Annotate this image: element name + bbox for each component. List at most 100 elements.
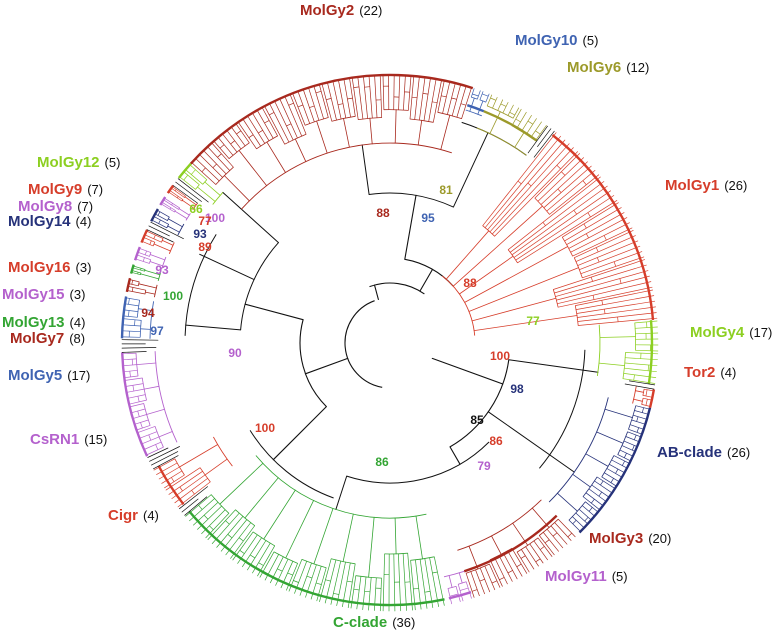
clade-arc-molgy15 bbox=[133, 246, 141, 261]
bootstrap-value: 100 bbox=[205, 211, 225, 225]
ab-clade-leaf bbox=[578, 508, 592, 521]
ab-clade-leaf bbox=[594, 480, 613, 494]
molgy7-leaf bbox=[128, 283, 139, 287]
clade-arc-tor2 bbox=[648, 389, 656, 409]
molgy15-leaf bbox=[137, 251, 150, 257]
clade-label-molgy10: MolGy10(5) bbox=[515, 32, 598, 49]
c-clade-leaf bbox=[324, 559, 337, 604]
molgy6-leaf bbox=[516, 111, 527, 129]
ab-clade-leaf bbox=[619, 449, 634, 457]
molgy1-leaf bbox=[509, 181, 605, 253]
molgy2-leaf bbox=[237, 121, 257, 150]
molgy2-leaf bbox=[374, 75, 378, 119]
bootstrap-value: 86 bbox=[375, 455, 389, 469]
molgy1-leaf bbox=[564, 207, 622, 242]
molgy5-leaf bbox=[123, 309, 139, 312]
molgy3-leaf bbox=[498, 555, 513, 582]
c-clade-leaf bbox=[336, 561, 346, 606]
clade-molgy2 bbox=[191, 74, 472, 210]
molgy12-leaf bbox=[179, 176, 196, 190]
clade-arc-molgy16 bbox=[140, 229, 149, 244]
molgy2-leaf bbox=[292, 92, 306, 126]
molgy2-leaf bbox=[403, 75, 406, 111]
clade-count: (8) bbox=[69, 331, 85, 346]
molgy6-leaf bbox=[502, 102, 509, 114]
ab-clade-leaf bbox=[585, 492, 604, 507]
bootstrap-value: 88 bbox=[376, 206, 390, 220]
molgy1-leaf bbox=[566, 212, 625, 245]
clade-count: (5) bbox=[583, 33, 599, 48]
molgy8-leaf bbox=[161, 201, 176, 211]
csrn1-leaf bbox=[134, 419, 149, 425]
clade-molgy15 bbox=[135, 247, 167, 269]
clade-count: (3) bbox=[76, 260, 92, 275]
molgy1-leaf bbox=[554, 264, 647, 294]
cigr-leaf bbox=[158, 466, 180, 480]
molgy1-leaf bbox=[507, 176, 601, 251]
molgy3-leaf bbox=[538, 535, 555, 556]
molgy2-leaf bbox=[308, 87, 320, 121]
molgy12-leaf bbox=[183, 171, 200, 186]
clade-name: AB-clade bbox=[657, 444, 722, 461]
molgy9-leaf bbox=[172, 186, 186, 197]
molgy2-leaf bbox=[332, 80, 342, 120]
molgy4-leaf bbox=[635, 349, 659, 352]
csrn1-leaf bbox=[123, 369, 138, 373]
csrn1-leaf bbox=[130, 408, 146, 414]
clade-count: (5) bbox=[612, 569, 628, 584]
clade-count: (4) bbox=[143, 508, 159, 523]
clade-count: (5) bbox=[105, 155, 121, 170]
molgy13-leaf bbox=[132, 267, 145, 272]
csrn1-leaf bbox=[137, 426, 156, 434]
molgy2-leaf bbox=[379, 74, 383, 118]
clade-label-molgy3: MolGy3(20) bbox=[589, 530, 671, 547]
molgy8-leaf bbox=[163, 199, 179, 210]
clade-name: MolGy1 bbox=[665, 177, 719, 194]
clade-name: Cigr bbox=[108, 507, 138, 524]
molgy3-leaf bbox=[465, 572, 475, 598]
clade-count: (26) bbox=[727, 445, 750, 460]
molgy16-leaf bbox=[141, 240, 154, 247]
cigr-leaf bbox=[161, 470, 183, 484]
clade-name: MolGy4 bbox=[690, 324, 745, 341]
molgy3-leaf bbox=[554, 522, 572, 541]
clade-molgy7 bbox=[126, 279, 158, 298]
clade-count: (20) bbox=[648, 531, 671, 546]
clade-name: MolGy8 bbox=[18, 198, 72, 215]
molgy3-leaf bbox=[475, 569, 485, 595]
clade-name: MolGy16 bbox=[8, 259, 71, 276]
csrn1-leaf bbox=[126, 388, 145, 393]
bootstrap-value: 100 bbox=[163, 289, 183, 303]
clade-count: (22) bbox=[359, 3, 382, 18]
molgy2-leaf bbox=[226, 130, 242, 150]
molgy2-leaf bbox=[313, 85, 324, 120]
ab-clade-leaf bbox=[617, 454, 632, 462]
molgy2-leaf bbox=[318, 84, 329, 118]
ab-clade-leaf bbox=[582, 496, 601, 511]
clade-molgy10 bbox=[465, 88, 490, 117]
molgy2-leaf bbox=[368, 75, 373, 119]
clade-molgy1 bbox=[442, 132, 658, 336]
molgy15-leaf bbox=[138, 247, 152, 253]
molgy1-leaf bbox=[580, 251, 643, 275]
molgy2-leaf bbox=[461, 87, 472, 119]
molgy9-leaf bbox=[168, 191, 183, 202]
molgy2-leaf bbox=[338, 79, 347, 119]
molgy2-leaf bbox=[447, 82, 456, 115]
ungrouped-leaves bbox=[527, 125, 555, 158]
molgy6-leaf bbox=[497, 99, 504, 111]
ab-clade-leaf bbox=[623, 440, 638, 447]
ab-clade-leaf bbox=[568, 519, 581, 532]
clade-molgy11 bbox=[443, 570, 472, 605]
bootstrap-value: 86 bbox=[489, 434, 503, 448]
clade-count: (26) bbox=[724, 178, 747, 193]
molgy9-leaf bbox=[169, 190, 184, 200]
molgy1-leaf bbox=[575, 235, 636, 262]
clade-arc-molgy11 bbox=[448, 591, 472, 600]
csrn1-leaf bbox=[121, 352, 137, 355]
csrn1-leaf bbox=[128, 399, 147, 405]
molgy3-leaf bbox=[550, 525, 568, 545]
molgy7-leaf bbox=[127, 286, 147, 291]
clade-arc-molgy3 bbox=[463, 514, 558, 573]
molgy2-leaf bbox=[199, 154, 223, 178]
